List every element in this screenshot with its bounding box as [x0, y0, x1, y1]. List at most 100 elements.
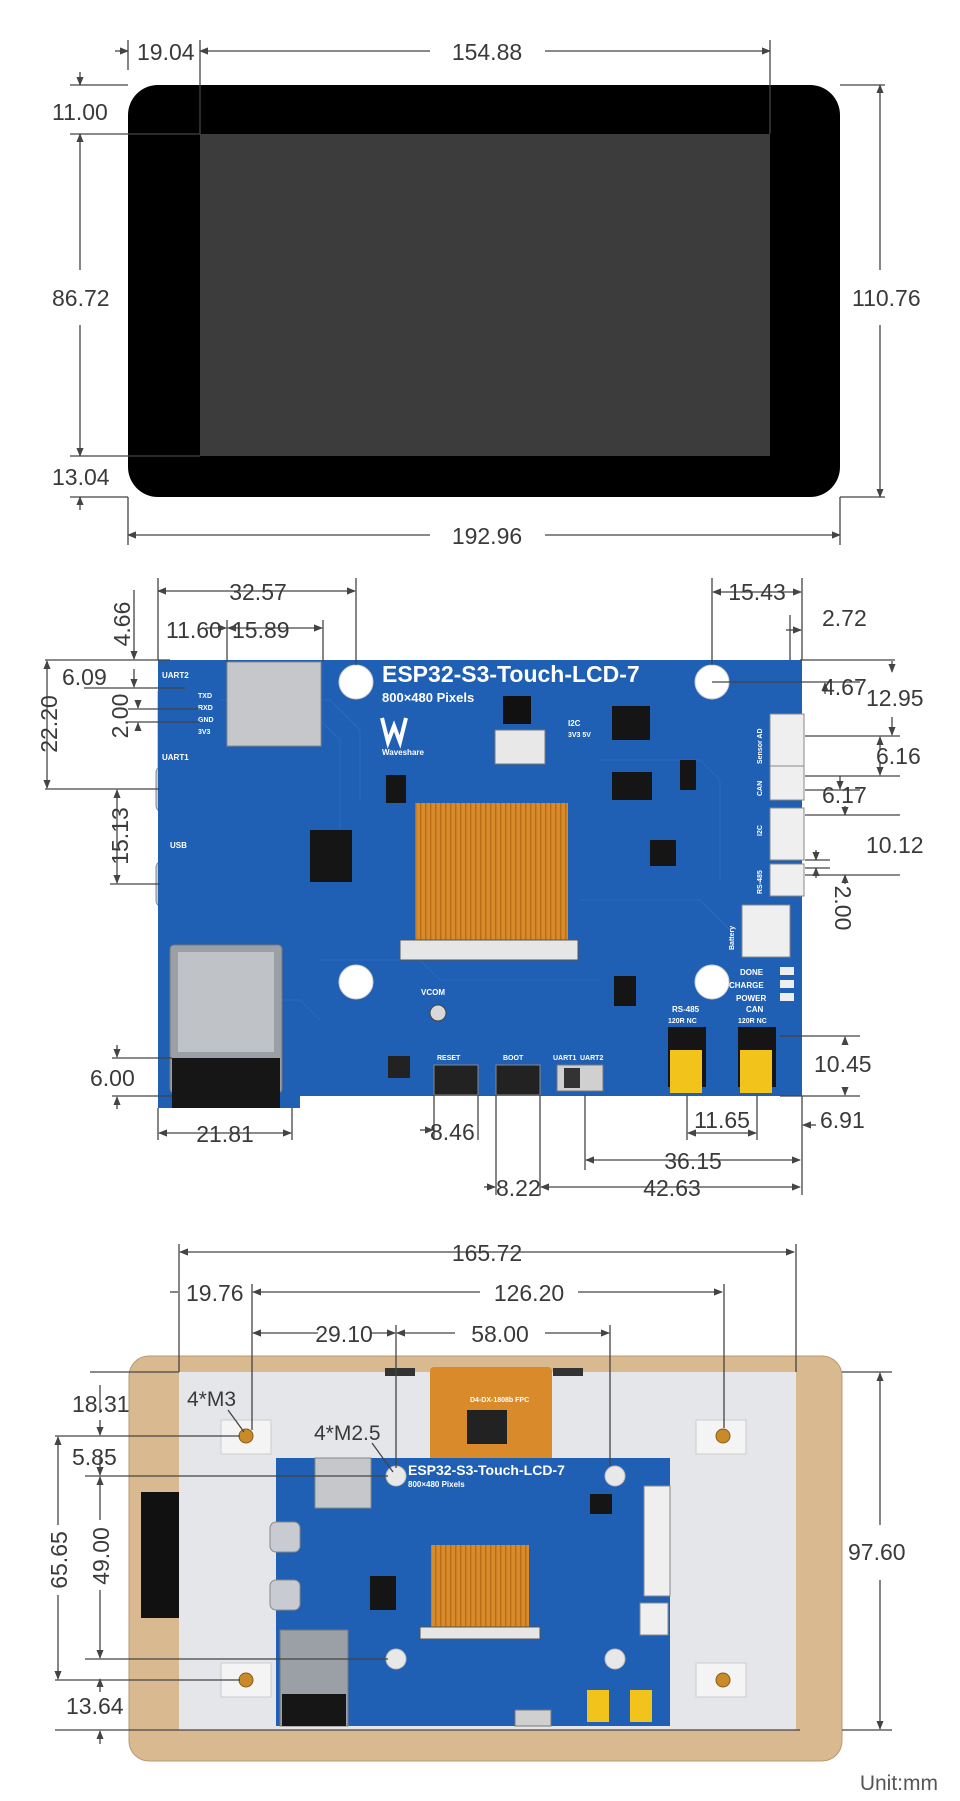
dim-10-12: 10.12	[866, 832, 924, 858]
done-led	[780, 967, 794, 975]
back-fpc-chip	[467, 1410, 507, 1444]
silk-battery: Battery	[729, 926, 736, 950]
silk-reset: RESET	[437, 1055, 461, 1062]
silk-txd: TXD	[198, 693, 212, 700]
silk-i2c-side: I2C	[757, 825, 764, 836]
ic-chip	[612, 772, 652, 800]
logo-text: Waveshare	[382, 748, 425, 757]
ic-chip	[388, 1056, 410, 1078]
can-jumper-cap[interactable]	[740, 1050, 772, 1093]
dim-4-67: 4.67	[822, 674, 867, 700]
frame-clip	[553, 1368, 583, 1376]
dim-32-57: 32.57	[229, 579, 287, 605]
silk-rs485-jumper: RS-485	[672, 1005, 700, 1014]
dim-2-72: 2.72	[822, 605, 867, 631]
vcom-potentiometer[interactable]	[429, 1004, 447, 1022]
dim-2-00-left: 2.00	[107, 694, 133, 739]
ic-chip	[503, 696, 531, 724]
active-area	[200, 134, 770, 456]
dim-36-15: 36.15	[664, 1148, 722, 1174]
mount-hole	[694, 964, 730, 1000]
dim-65-65: 65.65	[46, 1531, 72, 1589]
i2c-header	[769, 807, 805, 861]
ic-chip	[386, 775, 406, 803]
dim-15-89: 15.89	[232, 617, 290, 643]
mount-hole	[338, 664, 374, 700]
board-view: ESP32-S3-Touch-LCD-7 800×480 Pixels Wave…	[36, 578, 924, 1201]
inductor	[650, 840, 676, 866]
rs485-jumper-cap[interactable]	[670, 1050, 702, 1093]
dim-total-height: 110.76	[852, 285, 921, 311]
dim-21-81: 21.81	[196, 1121, 254, 1147]
board-subtitle: 800×480 Pixels	[382, 690, 474, 705]
silk-uart2-switch: UART2	[580, 1055, 603, 1062]
standoff-pad	[220, 1419, 272, 1455]
dim-13-64: 13.64	[66, 1693, 124, 1719]
dim-11-60: 11.60	[166, 617, 222, 643]
ic-chip	[310, 830, 352, 882]
ic-chip	[612, 706, 650, 740]
back-dimension-lines	[54, 1244, 892, 1744]
silk-charge: CHARGE	[729, 981, 764, 990]
board-title: ESP32-S3-Touch-LCD-7	[382, 661, 640, 687]
silk-rxd: RXD	[198, 705, 213, 712]
dim-22-20: 22.20	[36, 695, 62, 753]
dim-screen-offset-top: 11.00	[52, 99, 108, 125]
back-sd-slot	[314, 1457, 372, 1509]
dim-15-13: 15.13	[107, 807, 133, 865]
silk-uart2: UART2	[162, 671, 189, 680]
silk-3v3: 3V3	[198, 729, 211, 736]
silk-power: POWER	[736, 994, 766, 1003]
dim-6-17: 6.17	[822, 782, 867, 808]
silk-done: DONE	[740, 968, 764, 977]
silk-i2c-volt: 3V3 5V	[568, 732, 591, 739]
board-dimension-lines	[43, 578, 900, 1195]
back-mount-hole	[604, 1648, 626, 1670]
fpc-connector	[399, 939, 579, 961]
dim-11-65: 11.65	[694, 1107, 750, 1133]
power-led	[780, 993, 794, 1001]
back-usbc-port	[269, 1521, 301, 1553]
back-pcb-fpc	[431, 1545, 529, 1629]
dim-18-31: 18.31	[72, 1391, 130, 1417]
dim-4-66: 4.66	[109, 602, 135, 647]
dim-49-00: 49.00	[88, 1527, 114, 1585]
m3-nut	[238, 1672, 254, 1688]
back-antenna	[282, 1694, 346, 1726]
dim-6-09: 6.09	[62, 664, 107, 690]
silk-boot: BOOT	[503, 1055, 524, 1062]
dim-screen-offset-left: 19.04	[137, 39, 195, 65]
dim-8-22: 8.22	[496, 1175, 541, 1201]
dim-screen-width: 154.88	[452, 39, 522, 65]
dim-29-10: 29.10	[315, 1321, 373, 1347]
dim-5-85: 5.85	[72, 1444, 117, 1470]
silk-rs485: RS-485	[757, 870, 764, 894]
back-mount-hole	[604, 1465, 626, 1487]
back-board-title: ESP32-S3-Touch-LCD-7	[408, 1462, 565, 1478]
boot-button[interactable]	[495, 1064, 541, 1096]
uart-switch-knob[interactable]	[564, 1068, 580, 1088]
dim-6-00: 6.00	[90, 1065, 135, 1091]
silk-gnd: GND	[198, 717, 214, 724]
side-slot	[141, 1492, 179, 1618]
reset-button[interactable]	[433, 1064, 479, 1096]
fpc-text: D4-DX-1808b FPC	[470, 1397, 529, 1404]
silk-uart1-switch: UART1	[553, 1055, 576, 1062]
silk-can: CAN	[757, 781, 764, 796]
ic-chip	[680, 760, 696, 790]
battery-connector	[741, 904, 791, 958]
dim-10-45: 10.45	[814, 1051, 872, 1077]
dim-165-72: 165.72	[452, 1240, 522, 1266]
back-mount-hole	[385, 1648, 407, 1670]
dim-8-46: 8.46	[430, 1119, 475, 1145]
sd-card-slot	[226, 661, 322, 747]
label-4xm3: 4*M3	[187, 1388, 236, 1411]
dim-15-43: 15.43	[728, 579, 786, 605]
mount-hole	[338, 964, 374, 1000]
dim-97-60: 97.60	[848, 1539, 906, 1565]
charge-led	[780, 980, 794, 988]
dim-6-16: 6.16	[876, 743, 921, 769]
dim-screen-height: 86.72	[52, 285, 110, 311]
m3-nut	[715, 1428, 731, 1444]
waveshare-logo-icon	[380, 717, 408, 749]
